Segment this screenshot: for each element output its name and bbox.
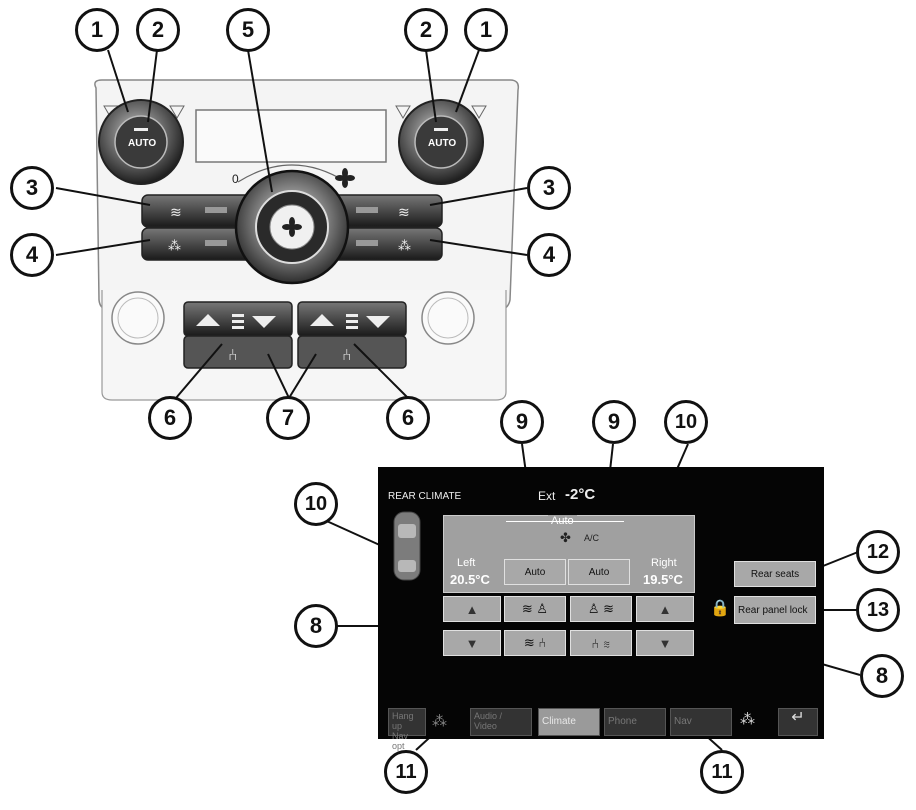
callout-9-b: 9 bbox=[592, 400, 636, 444]
lock-icon: 🔒 bbox=[710, 600, 730, 617]
right-rear-seat-button bbox=[297, 301, 407, 337]
left-auto-button[interactable]: Auto bbox=[504, 559, 566, 585]
callout-3-right: 3 bbox=[527, 166, 571, 210]
callout-2-left: 2 bbox=[136, 8, 180, 52]
fan-max-icon bbox=[335, 168, 355, 188]
callout-10-top: 10 bbox=[664, 400, 708, 444]
callout-11-left: 11 bbox=[384, 750, 428, 794]
right-seat-cool-button[interactable]: ♙ ≋ bbox=[570, 596, 632, 622]
nav-fan-icon: ⁂ bbox=[432, 713, 447, 730]
ext-label: Ext bbox=[538, 489, 556, 503]
rear-panel-lock-button[interactable]: Rear panel lock bbox=[734, 596, 816, 624]
callout-1-left: 1 bbox=[75, 8, 119, 52]
console-display bbox=[195, 109, 387, 163]
nav-back-button[interactable]: ↵ bbox=[778, 708, 818, 736]
left-temp-up-button[interactable]: ▲ bbox=[443, 596, 501, 622]
svg-text:⑃: ⑃ bbox=[342, 345, 352, 364]
callout-6-left: 6 bbox=[148, 396, 192, 440]
nav-phone[interactable]: Phone bbox=[604, 708, 666, 736]
right-auto-button[interactable]: Auto bbox=[568, 559, 630, 585]
svg-text:≋: ≋ bbox=[170, 205, 182, 221]
callout-1-right: 1 bbox=[464, 8, 508, 52]
callout-13: 13 bbox=[856, 588, 900, 632]
left-temperature: 20.5°C bbox=[450, 572, 490, 587]
svg-text:⁂: ⁂ bbox=[168, 239, 181, 254]
right-temperature: 19.5°C bbox=[643, 572, 683, 587]
screen-title: REAR CLIMATE bbox=[388, 491, 462, 502]
left-knob-label: AUTO bbox=[128, 138, 157, 149]
callout-4-left: 4 bbox=[10, 233, 54, 277]
left-temp-down-button[interactable]: ▼ bbox=[443, 630, 501, 656]
right-temp-up-button[interactable]: ▲ bbox=[636, 596, 694, 622]
left-rear-seat-button bbox=[183, 301, 293, 337]
callout-4-right: 4 bbox=[527, 233, 571, 277]
nav-climate[interactable]: Climate bbox=[538, 708, 600, 736]
rear-seats-button[interactable]: Rear seats bbox=[734, 561, 816, 587]
ext-temperature: -2°C bbox=[565, 486, 596, 503]
callout-9-a: 9 bbox=[500, 400, 544, 444]
callout-6-right: 6 bbox=[386, 396, 430, 440]
fan-icon bbox=[282, 217, 302, 237]
left-label: Left bbox=[457, 557, 476, 569]
nav-audio-video[interactable]: Audio / Video bbox=[470, 708, 532, 736]
nav-seat-icon: ⁂ bbox=[740, 711, 755, 728]
right-temp-down-button[interactable]: ▼ bbox=[636, 630, 694, 656]
callout-12: 12 bbox=[856, 530, 900, 574]
svg-text:≋: ≋ bbox=[398, 205, 410, 221]
car-icon bbox=[393, 511, 421, 581]
svg-text:⁂: ⁂ bbox=[398, 239, 411, 254]
left-seat-heat-screen-button[interactable]: ≋ ⑃ bbox=[504, 630, 566, 656]
nav-hang-up[interactable]: Hang up Nav opt bbox=[388, 708, 426, 751]
right-knob-label: AUTO bbox=[428, 138, 457, 149]
left-seat-cool-button[interactable]: ≋ ♙ bbox=[504, 596, 566, 622]
callout-3-left: 3 bbox=[10, 166, 54, 210]
callout-11-right: 11 bbox=[700, 750, 744, 794]
callout-5: 5 bbox=[226, 8, 270, 52]
fan-min-label: 0 bbox=[232, 172, 239, 186]
right-seat-heat-screen-button[interactable]: ⑃ ≋ bbox=[570, 630, 632, 656]
callout-2-right: 2 bbox=[404, 8, 448, 52]
callout-8-left: 8 bbox=[294, 604, 338, 648]
callout-8-right: 8 bbox=[860, 654, 904, 698]
callout-10-left: 10 bbox=[294, 482, 338, 526]
nav-nav[interactable]: Nav bbox=[670, 708, 732, 736]
ac-label: A/C bbox=[584, 533, 600, 543]
fan-icon-screen: ✤ bbox=[560, 530, 571, 545]
right-label: Right bbox=[651, 557, 677, 569]
svg-text:⑃: ⑃ bbox=[228, 345, 238, 364]
callout-7: 7 bbox=[266, 396, 310, 440]
